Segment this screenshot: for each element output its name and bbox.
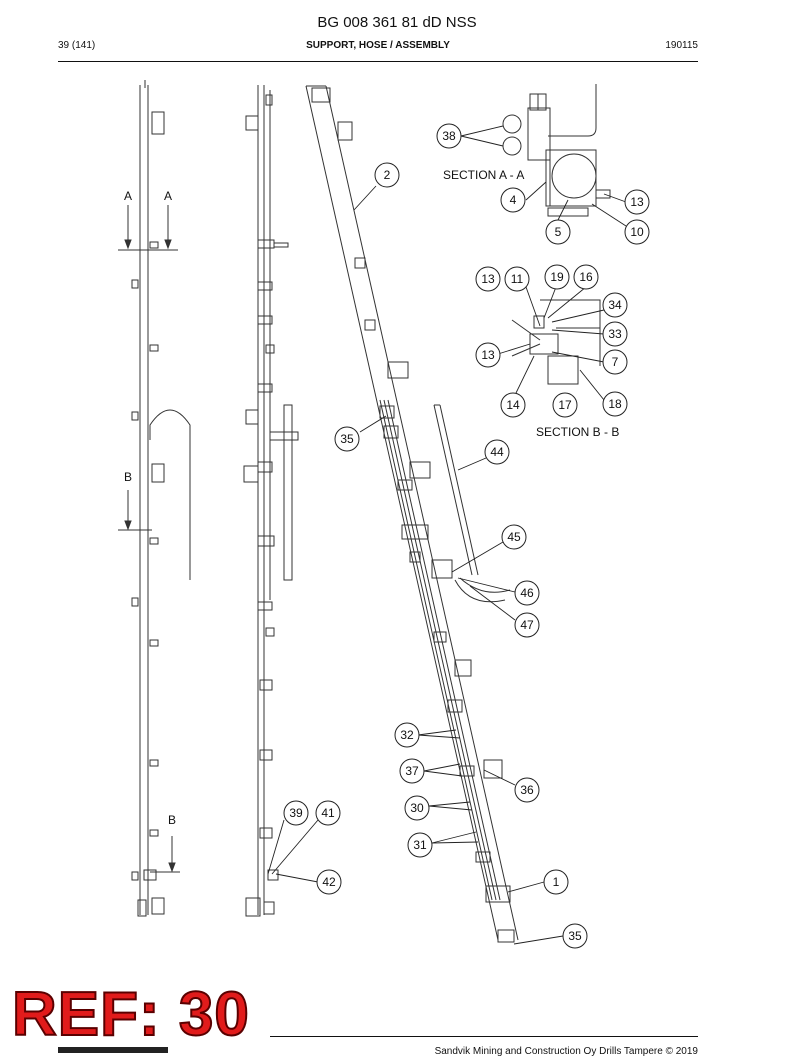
callout-17: 17 xyxy=(552,392,578,418)
callout-31: 31 xyxy=(407,832,433,858)
callout-2: 2 xyxy=(374,162,400,188)
svg-text:16: 16 xyxy=(579,270,593,284)
svg-text:19: 19 xyxy=(550,270,564,284)
callout-35: 35 xyxy=(562,923,588,949)
ref-overlay-label: REF: 30 xyxy=(11,980,250,1049)
section-a-detail xyxy=(502,84,611,217)
callout-10: 10 xyxy=(624,219,650,245)
callout-30: 30 xyxy=(404,795,430,821)
callout-13: 13 xyxy=(475,342,501,368)
technical-drawing: 38 2 4 13 5 10 13 11 19 16 34 33 13 7 14… xyxy=(118,80,650,949)
footer-copyright: Sandvik Mining and Construction Oy Drill… xyxy=(434,1046,698,1057)
callout-45: 45 xyxy=(501,524,527,550)
callout-11: 11 xyxy=(504,266,530,292)
callout-47: 47 xyxy=(514,612,540,638)
callout-1: 1 xyxy=(543,869,569,895)
callout-32: 32 xyxy=(394,722,420,748)
svg-text:32: 32 xyxy=(400,728,414,742)
svg-text:4: 4 xyxy=(510,193,517,207)
callout-42: 42 xyxy=(316,869,342,895)
svg-text:39: 39 xyxy=(289,806,303,820)
svg-text:1: 1 xyxy=(553,875,560,889)
callout-14: 14 xyxy=(500,392,526,418)
footer-rule xyxy=(270,1036,698,1037)
callout-46: 46 xyxy=(514,580,540,606)
svg-text:45: 45 xyxy=(507,530,521,544)
svg-text:47: 47 xyxy=(520,618,534,632)
leader-lines xyxy=(267,125,627,945)
page-number: 39 (141) xyxy=(58,40,96,51)
callout-19: 19 xyxy=(544,264,570,290)
front-view xyxy=(131,80,191,917)
brand-logo-strip xyxy=(58,1047,168,1053)
svg-text:44: 44 xyxy=(490,445,504,459)
svg-text:11: 11 xyxy=(511,272,524,286)
section-marker-a-right: A xyxy=(164,189,172,203)
callout-44: 44 xyxy=(484,439,510,465)
section-marker-a-left: A xyxy=(124,189,132,203)
callout-37: 37 xyxy=(399,758,425,784)
svg-text:42: 42 xyxy=(322,875,336,889)
date-code: 190115 xyxy=(665,40,698,51)
header-rule xyxy=(58,61,698,62)
svg-text:13: 13 xyxy=(481,348,495,362)
svg-text:17: 17 xyxy=(558,398,572,412)
svg-text:13: 13 xyxy=(630,195,644,209)
svg-text:46: 46 xyxy=(520,586,534,600)
diagonal-view xyxy=(305,85,519,943)
svg-text:14: 14 xyxy=(506,398,520,412)
svg-text:7: 7 xyxy=(612,355,619,369)
callout-36: 36 xyxy=(514,777,540,803)
callout-13: 13 xyxy=(624,189,650,215)
section-a-arrows xyxy=(118,205,178,251)
callout-41: 41 xyxy=(315,800,341,826)
svg-text:38: 38 xyxy=(442,129,456,143)
svg-text:2: 2 xyxy=(384,168,391,182)
callout-35: 35 xyxy=(334,426,360,452)
svg-text:37: 37 xyxy=(405,764,419,778)
svg-text:35: 35 xyxy=(568,929,582,943)
svg-text:41: 41 xyxy=(321,806,335,820)
svg-text:36: 36 xyxy=(520,783,534,797)
section-marker-b-top: B xyxy=(124,470,132,484)
svg-text:31: 31 xyxy=(413,838,427,852)
callout-18: 18 xyxy=(602,391,628,417)
section-b-label: SECTION B - B xyxy=(536,425,619,439)
callout-7: 7 xyxy=(602,349,628,375)
assembly-subtitle: SUPPORT, HOSE / ASSEMBLY xyxy=(306,40,450,51)
section-marker-b-bottom: B xyxy=(168,813,176,827)
section-b-detail xyxy=(511,299,601,385)
svg-text:5: 5 xyxy=(555,225,562,239)
svg-text:35: 35 xyxy=(340,432,354,446)
callout-39: 39 xyxy=(283,800,309,826)
callout-4: 4 xyxy=(500,187,526,213)
callout-34: 34 xyxy=(602,292,628,318)
svg-text:18: 18 xyxy=(608,397,622,411)
callout-38: 38 xyxy=(436,123,462,149)
header-row: 39 (141) SUPPORT, HOSE / ASSEMBLY 190115 xyxy=(58,40,698,56)
svg-text:34: 34 xyxy=(608,298,622,312)
svg-text:33: 33 xyxy=(608,327,622,341)
side-view xyxy=(243,85,299,917)
callout-16: 16 xyxy=(573,264,599,290)
callout-33: 33 xyxy=(602,321,628,347)
svg-text:13: 13 xyxy=(481,272,495,286)
callout-5: 5 xyxy=(545,219,571,245)
document-title: BG 008 361 81 dD NSS xyxy=(317,14,477,31)
svg-text:30: 30 xyxy=(410,801,424,815)
section-a-label: SECTION A - A xyxy=(443,168,524,182)
callout-13: 13 xyxy=(475,266,501,292)
section-b-arrows xyxy=(118,490,180,873)
svg-text:10: 10 xyxy=(630,225,644,239)
